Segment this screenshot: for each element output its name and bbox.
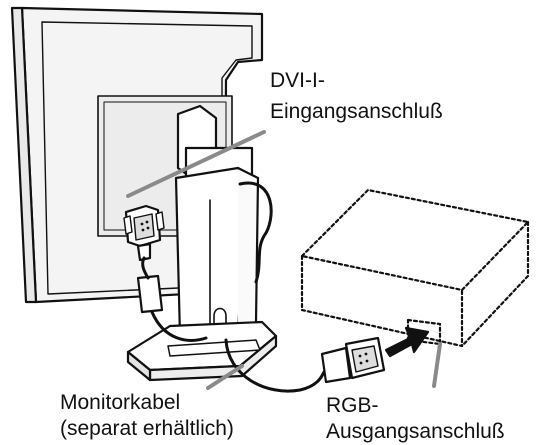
pointer-cable xyxy=(206,364,244,390)
rgb-output-label-line1: RGB- xyxy=(326,394,379,417)
dvi-input-label-line2: Eingangsanschluß xyxy=(270,100,443,123)
ferrite-core xyxy=(136,274,164,314)
dvi-input-label-line1: DVI-I- xyxy=(270,69,325,92)
pointer-rgb xyxy=(432,342,442,388)
monitor-base xyxy=(126,320,278,382)
monitor-cable-label-line2: (separat erhältlich) xyxy=(60,417,234,440)
rgb-output-connector xyxy=(320,336,386,384)
monitor-cable xyxy=(141,181,326,393)
monitor-cable-label-line1: Monitorkabel xyxy=(60,391,181,414)
computer-outline xyxy=(300,188,530,348)
insert-direction-arrow xyxy=(384,326,430,358)
monitor-stand xyxy=(174,104,260,348)
dvi-i-input-connector xyxy=(123,204,165,262)
rgb-output-label-line2: Ausgangsanschluß xyxy=(326,420,505,443)
callout-pointers xyxy=(126,130,442,390)
pointer-dvi xyxy=(126,130,266,198)
